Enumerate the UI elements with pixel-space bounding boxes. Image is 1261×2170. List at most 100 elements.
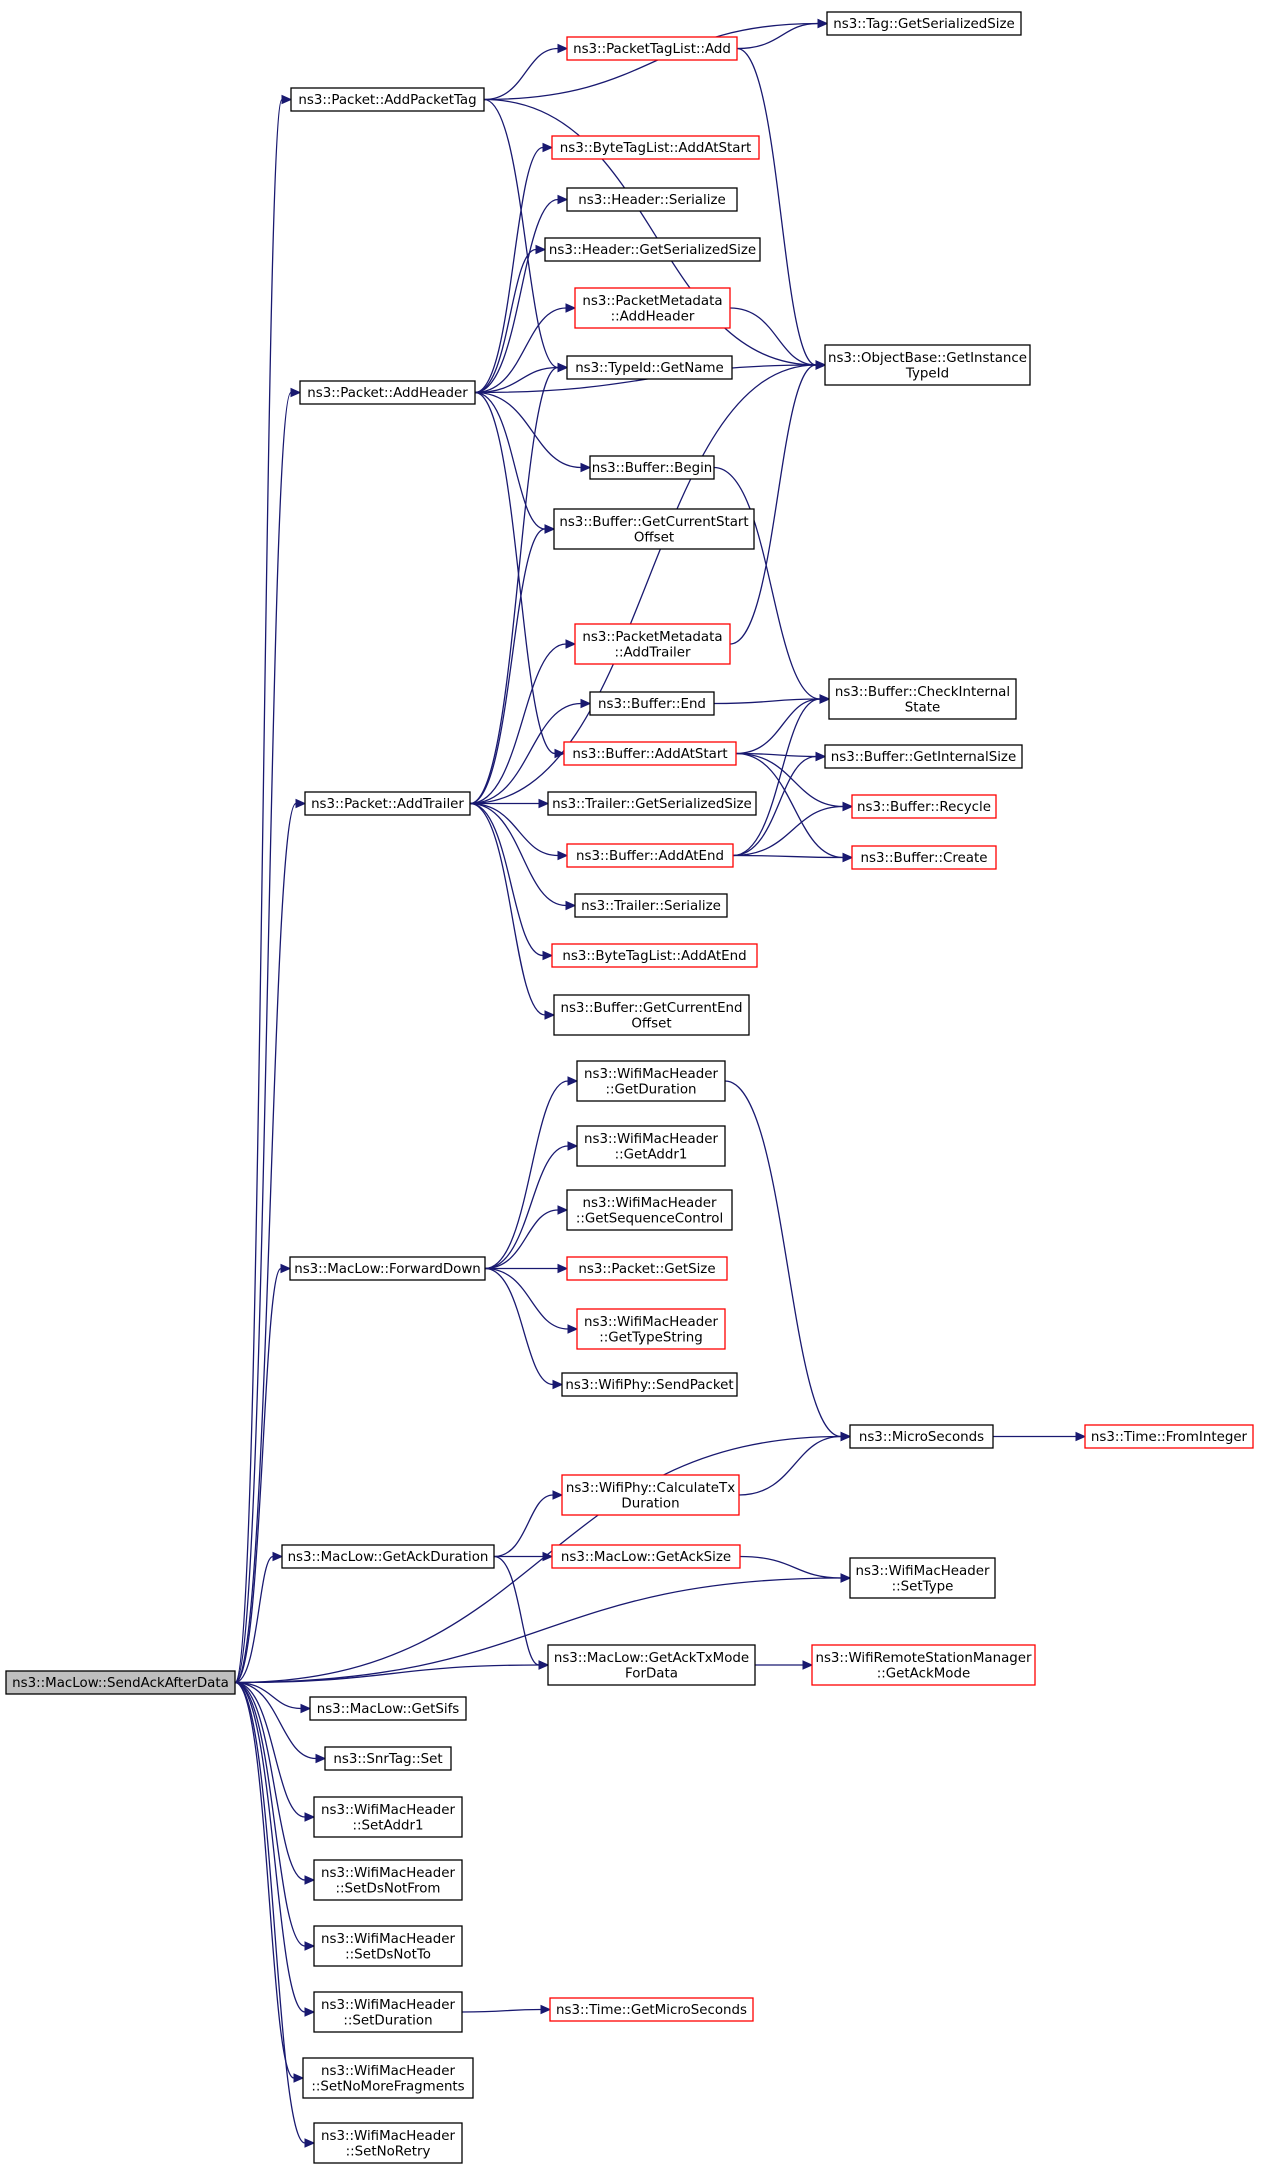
node-label: ::GetDuration — [605, 1082, 696, 1097]
node-byte-tag-list-add-at-start[interactable]: ns3::ByteTagList::AddAtStart — [551, 135, 760, 160]
node-box — [551, 1544, 741, 1569]
edge-root-to-get-ack-duration — [234, 1551, 284, 1684]
node-wmh-set-ds-not-from[interactable]: ns3::WifiMacHeader::SetDsNotFrom — [313, 1859, 463, 1901]
node-wmh-get-type-string[interactable]: ns3::WifiMacHeader::GetTypeString — [576, 1308, 726, 1350]
node-wmh-get-addr1[interactable]: ns3::WifiMacHeader::GetAddr1 — [576, 1125, 726, 1167]
node-label: ns3::MacLow::ForwardDown — [294, 1262, 481, 1277]
node-type-id-get-name[interactable]: ns3::TypeId::GetName — [566, 355, 733, 380]
node-label: ::GetSequenceControl — [576, 1211, 723, 1226]
node-box — [553, 508, 755, 550]
edge-root-to-wmh-set-addr1 — [234, 1681, 316, 1822]
node-box — [576, 1308, 726, 1350]
node-box — [544, 237, 761, 262]
node-box — [290, 87, 485, 112]
node-wmh-get-duration[interactable]: ns3::WifiMacHeader::GetDuration — [576, 1060, 726, 1102]
node-wmh-set-duration[interactable]: ns3::WifiMacHeader::SetDuration — [313, 1991, 463, 2033]
edge-root-to-forward-down — [234, 1263, 292, 1684]
node-buffer-create[interactable]: ns3::Buffer::Create — [851, 845, 997, 870]
edge-root-to-wmh-set-duration — [234, 1681, 316, 2017]
node-buffer-add-at-start[interactable]: ns3::Buffer::AddAtStart — [563, 741, 737, 766]
node-label: ::SetDsNotTo — [345, 1947, 431, 1962]
edge-add-header-to-header-get-serialized-size — [474, 244, 547, 394]
node-get-ack-duration[interactable]: ns3::MacLow::GetAckDuration — [281, 1544, 495, 1569]
node-root[interactable]: ns3::MacLow::SendAckAfterData — [5, 1670, 236, 1695]
node-trailer-get-serialized-size[interactable]: ns3::Trailer::GetSerializedSize — [547, 791, 757, 816]
edge-add-trailer-to-buffer-add-at-end — [469, 802, 569, 861]
edge-forward-down-to-wmh-get-type-string — [484, 1267, 579, 1334]
node-label: ns3::MacLow::GetSifs — [317, 1702, 460, 1717]
node-box — [566, 355, 733, 380]
node-packet-tag-list-add[interactable]: ns3::PacketTagList::Add — [566, 36, 738, 61]
node-snr-tag-set[interactable]: ns3::SnrTag::Set — [324, 1746, 452, 1771]
node-tag-get-serialized-size[interactable]: ns3::Tag::GetSerializedSize — [826, 11, 1022, 36]
node-buffer-add-at-end[interactable]: ns3::Buffer::AddAtEnd — [566, 843, 734, 868]
edge-root-to-add-header — [234, 387, 302, 1684]
node-buffer-begin[interactable]: ns3::Buffer::Begin — [589, 455, 715, 480]
node-wmh-set-no-more-fragments[interactable]: ns3::WifiMacHeader::SetNoMoreFragments — [302, 2057, 474, 2099]
node-label: ns3::MacLow::GetAckSize — [561, 1550, 731, 1565]
node-box — [324, 1746, 452, 1771]
node-label: ::GetAckMode — [877, 1666, 970, 1681]
node-trailer-serialize[interactable]: ns3::Trailer::Serialize — [574, 893, 728, 918]
node-buffer-get-internal-size[interactable]: ns3::Buffer::GetInternalSize — [824, 744, 1023, 769]
node-wmh-set-ds-not-to[interactable]: ns3::WifiMacHeader::SetDsNotTo — [313, 1925, 463, 1967]
node-box — [811, 1644, 1036, 1686]
node-add-packet-tag[interactable]: ns3::Packet::AddPacketTag — [290, 87, 485, 112]
node-label: ns3::MacLow::GetAckDuration — [288, 1550, 489, 1565]
node-get-sifs[interactable]: ns3::MacLow::GetSifs — [309, 1696, 467, 1721]
node-box — [313, 1991, 463, 2033]
node-forward-down[interactable]: ns3::MacLow::ForwardDown — [289, 1256, 486, 1281]
node-packet-get-size[interactable]: ns3::Packet::GetSize — [566, 1256, 728, 1281]
node-header-get-serialized-size[interactable]: ns3::Header::GetSerializedSize — [544, 237, 761, 262]
node-label: ns3::WifiMacHeader — [583, 1196, 717, 1211]
node-label: ns3::WifiMacHeader — [584, 1315, 718, 1330]
node-label: ns3::Packet::AddTrailer — [311, 797, 464, 812]
edge-add-trailer-to-packet-metadata-add-trailer — [469, 639, 577, 805]
node-label: ns3::WifiMacHeader — [321, 1866, 455, 1881]
node-label: State — [905, 700, 940, 715]
node-add-trailer[interactable]: ns3::Packet::AddTrailer — [304, 791, 471, 816]
node-time-from-integer[interactable]: ns3::Time::FromInteger — [1084, 1424, 1254, 1449]
node-buffer-recycle[interactable]: ns3::Buffer::Recycle — [851, 794, 997, 819]
node-label: ForData — [625, 1666, 678, 1681]
node-time-get-micro-seconds[interactable]: ns3::Time::GetMicroSeconds — [549, 1997, 754, 2022]
node-add-header[interactable]: ns3::Packet::AddHeader — [299, 380, 476, 405]
node-byte-tag-list-add-at-end[interactable]: ns3::ByteTagList::AddAtEnd — [551, 943, 758, 968]
node-box — [304, 791, 471, 816]
node-wmh-set-no-retry[interactable]: ns3::WifiMacHeader::SetNoRetry — [313, 2122, 463, 2164]
node-label: ns3::ObjectBase::GetInstance — [828, 351, 1027, 366]
node-box — [547, 791, 757, 816]
node-box — [551, 135, 760, 160]
node-box — [566, 843, 734, 868]
node-header-serialize[interactable]: ns3::Header::Serialize — [566, 187, 738, 212]
edge-root-to-add-trailer — [234, 798, 307, 1684]
node-label: ns3::SnrTag::Set — [333, 1752, 442, 1767]
node-box — [553, 994, 750, 1036]
edge-wmh-get-duration-to-micro-seconds — [724, 1080, 852, 1442]
edge-add-header-to-header-serialize — [474, 194, 569, 394]
edge-buffer-add-at-start-to-buffer-check-internal-state — [735, 694, 831, 755]
edge-add-trailer-to-buffer-get-current-start-offset — [469, 524, 556, 805]
node-buffer-end[interactable]: ns3::Buffer::End — [589, 691, 715, 716]
node-get-ack-size[interactable]: ns3::MacLow::GetAckSize — [551, 1544, 741, 1569]
node-box — [589, 455, 715, 480]
node-box — [302, 2057, 474, 2099]
node-label: ns3::WifiMacHeader — [856, 1564, 990, 1579]
edges-layer — [234, 18, 1087, 2148]
node-micro-seconds[interactable]: ns3::MicroSeconds — [849, 1424, 994, 1449]
edge-forward-down-to-packet-get-size — [485, 1263, 569, 1274]
node-packet-metadata-add-header[interactable]: ns3::PacketMetadata::AddHeader — [574, 287, 731, 329]
node-wmh-set-addr1[interactable]: ns3::WifiMacHeader::SetAddr1 — [313, 1796, 463, 1838]
node-wmh-set-type[interactable]: ns3::WifiMacHeader::SetType — [849, 1557, 996, 1599]
node-wrsm-get-ack-mode[interactable]: ns3::WifiRemoteStationManager::GetAckMod… — [811, 1644, 1036, 1686]
node-packet-metadata-add-trailer[interactable]: ns3::PacketMetadata::AddTrailer — [574, 623, 731, 665]
node-wmh-get-sequence-control[interactable]: ns3::WifiMacHeader::GetSequenceControl — [566, 1189, 733, 1231]
node-wifi-phy-send-packet[interactable]: ns3::WifiPhy::SendPacket — [561, 1372, 738, 1397]
edge-forward-down-to-wmh-get-addr1 — [484, 1141, 579, 1270]
